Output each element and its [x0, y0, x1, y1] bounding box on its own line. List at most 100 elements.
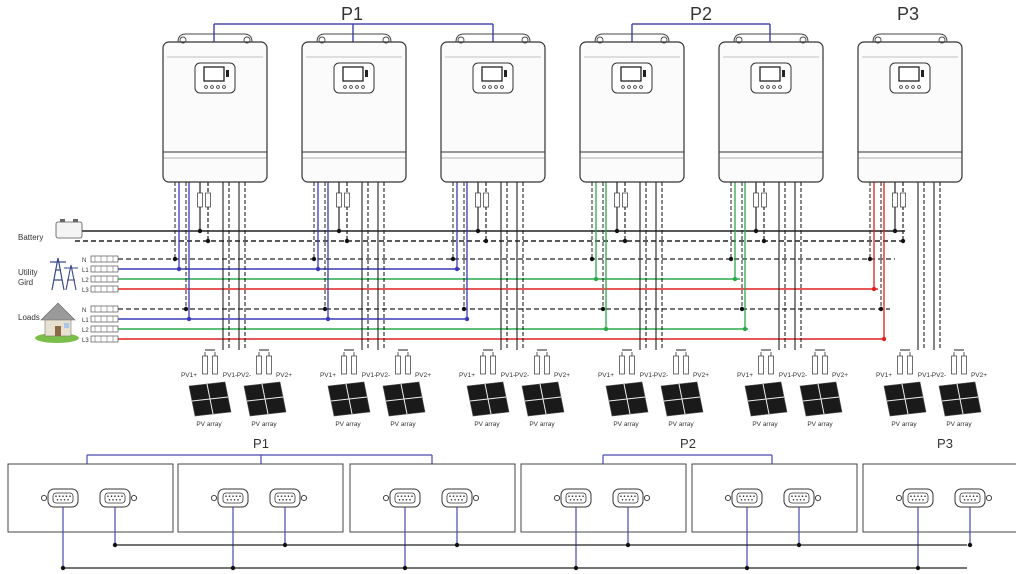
battery-fuse — [900, 192, 906, 208]
button-icon — [905, 85, 909, 89]
pv-fuse — [907, 355, 913, 375]
db-connector-face — [274, 492, 296, 504]
pv-fuse — [619, 355, 625, 375]
db-pin — [801, 495, 804, 498]
db-pin — [625, 499, 627, 501]
pv-array-label: PV array — [335, 421, 361, 428]
db-pin — [739, 495, 741, 498]
lcd-screen — [342, 66, 364, 82]
db-pin — [409, 499, 411, 501]
db-screw — [643, 494, 651, 502]
pv2-minus-label: PV2- — [932, 372, 946, 379]
parallel-port-in — [553, 488, 592, 508]
pv-fuse — [266, 355, 272, 375]
pv1-plus-label: PV1+ — [181, 372, 197, 379]
pv-fuse — [822, 355, 828, 375]
bus-junction — [915, 565, 921, 571]
db-pin — [108, 499, 111, 501]
db-pin — [568, 495, 570, 498]
db-screw — [210, 494, 218, 502]
battery-fuse — [761, 192, 767, 208]
junction-dot — [186, 316, 192, 322]
junction-dot — [614, 228, 620, 234]
inverter-body — [162, 41, 268, 183]
status-led — [226, 70, 229, 77]
db-pin — [280, 495, 283, 498]
communication-box-5 — [691, 463, 858, 533]
panel-grid — [941, 396, 979, 402]
junction-dot — [589, 256, 595, 262]
junction-dot — [867, 256, 873, 262]
junction-dot — [732, 276, 738, 282]
inverter-unit-5 — [718, 33, 824, 183]
db-pin — [621, 499, 624, 501]
pv-fuse — [683, 355, 689, 375]
terminal-block — [90, 315, 119, 323]
button-icon — [627, 85, 631, 89]
button-icon — [222, 85, 226, 89]
bracket-hole — [382, 36, 390, 44]
junction-dot — [322, 306, 328, 312]
load-terminal-1 — [90, 315, 119, 323]
grid-terminal-2 — [90, 275, 119, 283]
pv-array-label: PV array — [807, 421, 833, 428]
bracket-hole — [660, 36, 668, 44]
button-icon — [899, 85, 903, 89]
db-pin — [56, 499, 59, 501]
db-pin — [407, 495, 410, 498]
pv-fuse — [961, 355, 967, 375]
db-pin — [962, 495, 964, 498]
db-pin — [58, 495, 61, 498]
db-pin — [405, 499, 408, 501]
parallel-port-in — [40, 488, 79, 508]
inverter-body — [857, 41, 963, 183]
db-pin — [623, 495, 626, 498]
junction-dot — [464, 316, 470, 322]
pv-fuse — [544, 355, 550, 375]
junction-dot — [761, 238, 767, 244]
pv1-minus-label: PV1- — [223, 372, 237, 379]
lcd-screen — [481, 66, 503, 82]
junction-dot — [197, 228, 203, 234]
bottom-group-label-p2: P2 — [680, 436, 696, 451]
db-pin — [457, 499, 460, 501]
bus-junction — [60, 565, 66, 571]
inverter-body — [301, 41, 407, 183]
db-pin — [69, 495, 71, 498]
battery-fuse — [483, 192, 489, 208]
inverter-unit-6 — [857, 33, 963, 183]
db-pin — [398, 499, 401, 501]
pv-array-label: PV array — [752, 421, 778, 428]
lcd-screen — [620, 66, 642, 82]
pv2-plus-label: PV2+ — [276, 372, 292, 379]
pv2-plus-label: PV2+ — [832, 372, 848, 379]
lcd-screen — [759, 66, 781, 82]
inverter-body — [440, 41, 546, 183]
db-pin — [963, 499, 966, 501]
bracket-hole — [874, 36, 882, 44]
bracket-hole — [735, 36, 743, 44]
db-pin — [397, 495, 399, 498]
junction-dot — [742, 326, 748, 332]
lcd-screen — [898, 66, 920, 82]
pv-array-left-6 — [883, 381, 927, 417]
grid-terminal-1 — [90, 265, 119, 273]
db-pin — [746, 495, 748, 498]
db-pin — [576, 499, 579, 501]
grid-terminal-0 — [90, 255, 119, 263]
junction-dot — [900, 238, 906, 244]
battery-fuse — [475, 192, 481, 208]
button-icon — [621, 85, 625, 89]
parallel-port-in — [210, 488, 249, 508]
load-bus-l2: L2 — [82, 328, 89, 334]
db-pin — [461, 499, 463, 501]
db-pin — [282, 499, 284, 501]
pv2-plus-label: PV2+ — [693, 372, 709, 379]
panel-grid — [191, 396, 229, 402]
junction-dot — [311, 256, 317, 262]
parallel-port-out — [954, 488, 993, 508]
db-pin — [225, 495, 227, 498]
button-icon — [633, 85, 637, 89]
